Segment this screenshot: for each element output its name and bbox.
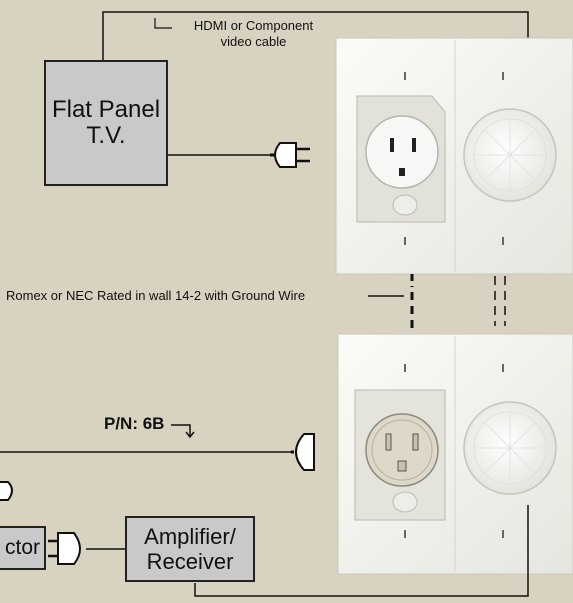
part-number-label: P/N: 6B [104,414,165,433]
projector-label: ctor [4,536,40,559]
amplifier-label-line2: Receiver [146,549,234,574]
duplex-outlet-icon [365,115,439,216]
connector-plug-icon [48,532,126,565]
cable-pass-through-icon [463,108,557,202]
cable-pass-through-icon-lower [463,401,557,495]
power-inlet-icon [365,413,439,513]
hdmi-cable-label-line2: video cable [220,34,287,49]
hdmi-cable-label: HDMI or Component video cable [176,18,331,50]
hdmi-cable-label-line1: HDMI or Component [193,18,314,33]
tv-label-line1: Flat Panel [51,96,161,123]
low-voltage-wire [494,276,506,326]
pn-arrow-icon [171,424,195,439]
projector-plug-icon [0,481,13,501]
amplifier-label-line1: Amplifier/ [144,524,236,549]
tv-label-line2: T.V. [86,122,126,149]
flat-panel-tv-box: Flat Panel T.V. [44,60,168,186]
hdmi-label-leader [154,18,172,29]
power-plug-icon [270,142,310,168]
plug-cap-icon [291,433,315,471]
romex-label: Romex or NEC Rated in wall 14-2 with Gro… [6,288,306,303]
projector-box: ctor [0,526,46,570]
amplifier-receiver-box: Amplifier/ Receiver [125,516,255,582]
amplifier-wire [194,505,529,597]
